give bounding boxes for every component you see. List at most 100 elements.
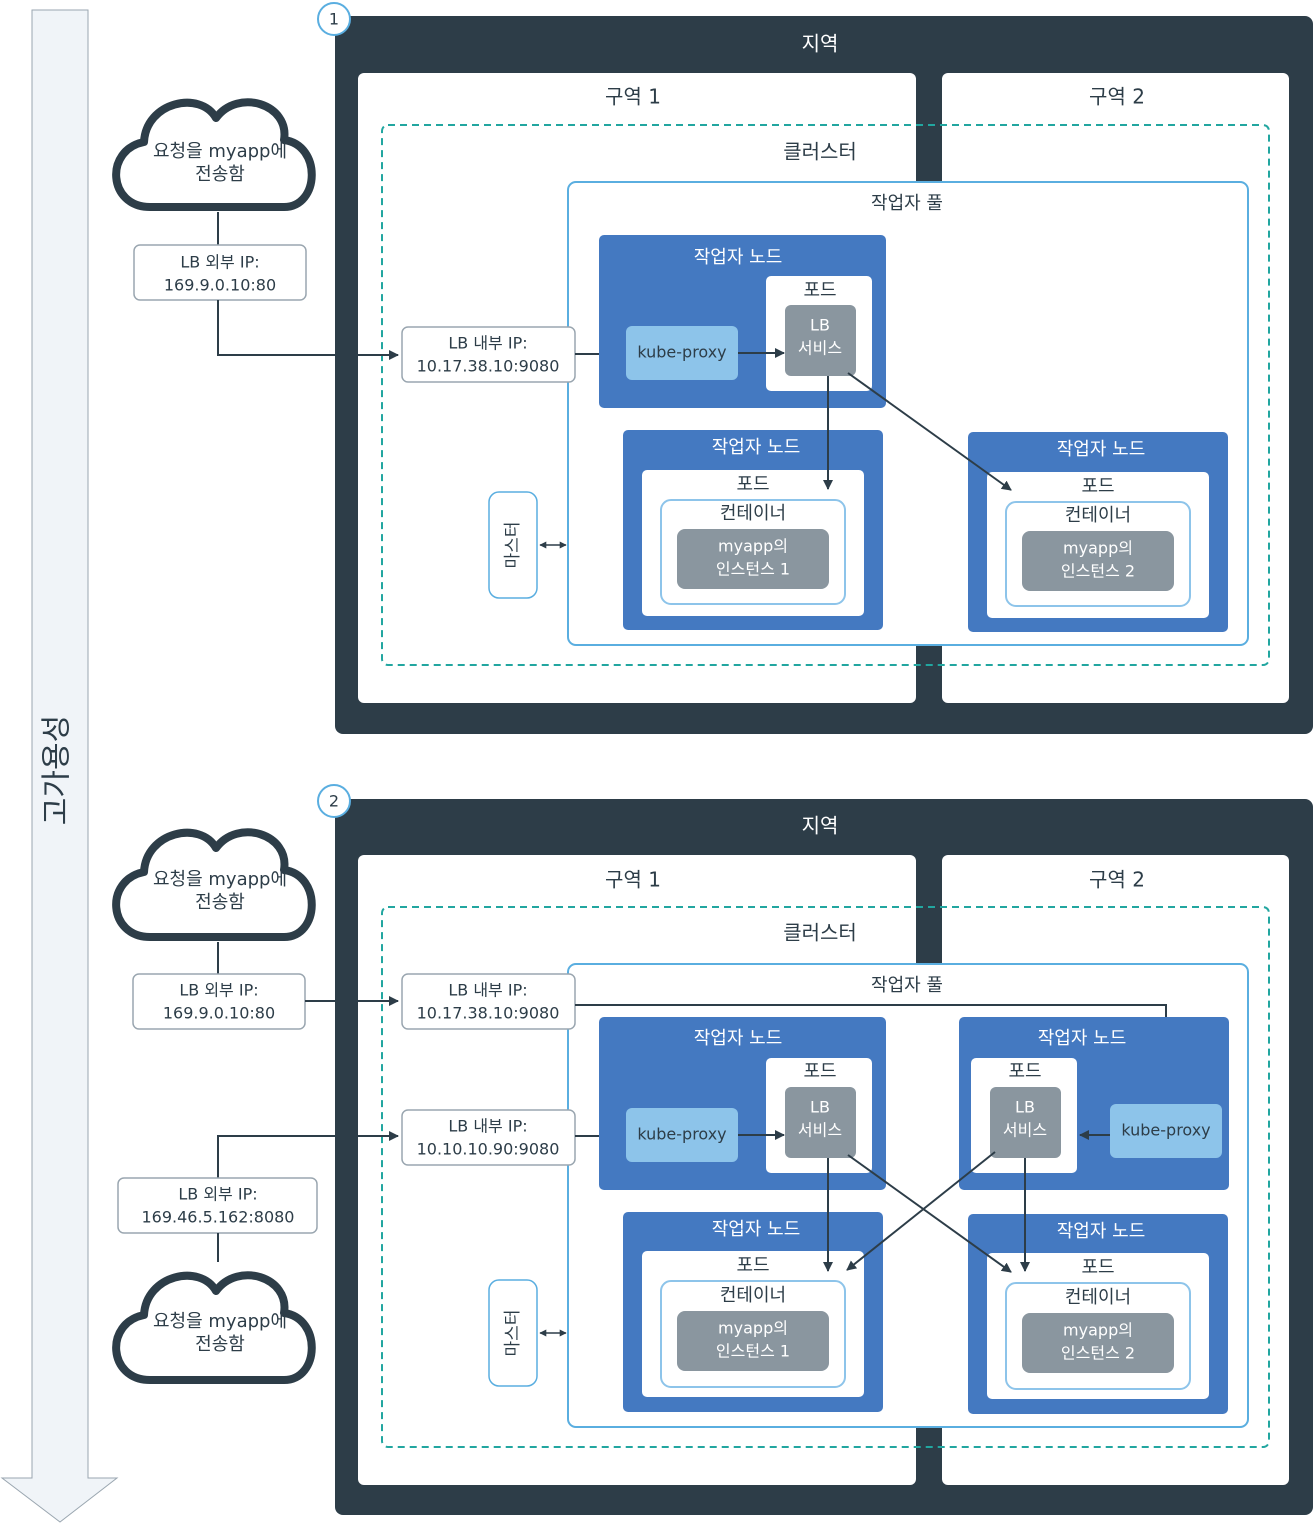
- svg-text:10.17.38.10:9080: 10.17.38.10:9080: [417, 357, 560, 376]
- worker-node-app-2: 작업자 노드 포드 컨테이너 myapp의 인스턴스 2: [968, 1214, 1228, 1414]
- svg-text:서비스: 서비스: [798, 339, 842, 358]
- svg-text:LB: LB: [810, 316, 830, 335]
- kube-proxy-box: [626, 326, 738, 380]
- svg-text:요청을 myapp에: 요청을 myapp에: [153, 869, 287, 890]
- cluster-box: [381, 124, 1270, 666]
- svg-text:전송함: 전송함: [195, 892, 245, 913]
- svg-text:전송함: 전송함: [195, 164, 245, 185]
- kube-proxy-box: [1110, 1104, 1222, 1158]
- svg-text:작업자 노드: 작업자 노드: [1057, 1221, 1146, 1242]
- svg-text:1: 1: [329, 10, 339, 29]
- svg-text:LB 외부 IP:: LB 외부 IP:: [178, 1185, 257, 1204]
- svg-text:LB 외부 IP:: LB 외부 IP:: [180, 253, 259, 272]
- svg-text:전송함: 전송함: [195, 1334, 245, 1355]
- svg-text:인스턴스 1: 인스턴스 1: [716, 1342, 790, 1361]
- lb-internal-ip: LB 내부 IP: 10.17.38.10:9080: [401, 326, 576, 383]
- svg-text:myapp의: myapp의: [718, 1319, 788, 1338]
- region-label: 지역: [802, 814, 839, 838]
- worker-node-app-1: 작업자 노드 포드 컨테이너 myapp의 인스턴스 1: [623, 430, 883, 630]
- step-badge: 1: [317, 2, 351, 36]
- lb-service-box: [990, 1087, 1061, 1158]
- svg-text:포드: 포드: [736, 1255, 769, 1276]
- lb-internal-ip: LB 내부 IP: 10.17.38.10:9080: [401, 973, 576, 1030]
- svg-text:169.9.0.10:80: 169.9.0.10:80: [163, 1004, 275, 1023]
- worker-node-proxy: 작업자 노드 포드 LB 서비스 kube-proxy: [599, 1017, 886, 1190]
- worker-node-app-2: 작업자 노드 포드 컨테이너 myapp의 인스턴스 2: [968, 432, 1228, 632]
- svg-text:LB 내부 IP:: LB 내부 IP:: [448, 981, 527, 1000]
- svg-text:컨테이너: 컨테이너: [720, 503, 786, 524]
- kube-proxy-box: [626, 1108, 738, 1162]
- high-availability-label: 고가용성: [40, 715, 75, 825]
- svg-text:마스터: 마스터: [503, 522, 523, 569]
- svg-text:인스턴스 2: 인스턴스 2: [1061, 1344, 1135, 1363]
- request-cloud: 요청을 myapp에 전송함: [112, 98, 316, 211]
- cluster-label: 클러스터: [783, 921, 857, 945]
- svg-text:LB 내부 IP:: LB 내부 IP:: [448, 334, 527, 353]
- svg-text:포드: 포드: [1081, 476, 1114, 497]
- panel-1: 지역 1 구역 1 구역 2 클러스터 작업자 풀 요청을 myapp에 전송함…: [112, 2, 1313, 734]
- svg-text:인스턴스 2: 인스턴스 2: [1061, 562, 1135, 581]
- flow-arrow: [217, 1131, 399, 1178]
- svg-text:LB: LB: [810, 1098, 830, 1117]
- svg-text:작업자 노드: 작업자 노드: [712, 1219, 801, 1240]
- zone-1-label: 구역 1: [605, 868, 661, 892]
- svg-text:LB 내부 IP:: LB 내부 IP:: [448, 1117, 527, 1136]
- svg-text:작업자 노드: 작업자 노드: [1038, 1028, 1127, 1049]
- master-box: 마스터: [488, 491, 538, 599]
- svg-text:myapp의: myapp의: [1063, 539, 1133, 558]
- svg-text:포드: 포드: [803, 1061, 836, 1082]
- step-badge: 2: [317, 784, 351, 818]
- lb-internal-ip: LB 내부 IP: 10.10.10.90:9080: [401, 1109, 576, 1166]
- request-cloud: 요청을 myapp에 전송함: [112, 828, 316, 941]
- svg-text:LB 외부 IP:: LB 외부 IP:: [179, 981, 258, 1000]
- svg-text:포드: 포드: [803, 280, 836, 301]
- zone-2-label: 구역 2: [1089, 868, 1145, 892]
- svg-text:컨테이너: 컨테이너: [1065, 505, 1131, 526]
- svg-text:kube-proxy: kube-proxy: [1121, 1121, 1210, 1140]
- svg-text:작업자 노드: 작업자 노드: [694, 247, 783, 268]
- cluster-label: 클러스터: [783, 140, 857, 164]
- lb-external-ip: LB 외부 IP: 169.46.5.162:8080: [117, 1177, 318, 1234]
- svg-text:포드: 포드: [1081, 1257, 1114, 1278]
- flow-arrow: [847, 1154, 1012, 1273]
- request-cloud: 요청을 myapp에 전송함: [112, 1271, 316, 1384]
- svg-text:10.17.38.10:9080: 10.17.38.10:9080: [417, 1004, 560, 1023]
- lb-service-box: [785, 1087, 856, 1158]
- region-label: 지역: [802, 32, 839, 56]
- flow-arrow: [217, 300, 399, 360]
- high-availability-arrow: 고가용성: [0, 9, 119, 1523]
- svg-text:서비스: 서비스: [798, 1121, 842, 1140]
- svg-text:작업자 노드: 작업자 노드: [1057, 439, 1146, 460]
- zone-1-label: 구역 1: [605, 85, 661, 109]
- svg-text:kube-proxy: kube-proxy: [637, 1125, 726, 1144]
- worker-pool-label: 작업자 풀: [871, 193, 943, 214]
- svg-text:LB: LB: [1015, 1098, 1035, 1117]
- svg-text:169.9.0.10:80: 169.9.0.10:80: [164, 276, 276, 295]
- svg-text:작업자 노드: 작업자 노드: [712, 437, 801, 458]
- flow-arrow: [847, 372, 1012, 491]
- lb-external-ip: LB 외부 IP: 169.9.0.10:80: [133, 244, 307, 301]
- svg-text:myapp의: myapp의: [718, 537, 788, 556]
- cluster-box: [381, 906, 1270, 1448]
- master-box: 마스터: [488, 1279, 538, 1387]
- svg-text:서비스: 서비스: [1003, 1121, 1047, 1140]
- worker-node-proxy: 작업자 노드 포드 LB 서비스 kube-proxy: [959, 1017, 1229, 1190]
- svg-text:포드: 포드: [736, 474, 769, 495]
- panel-2: 지역 2 구역 1 구역 2 클러스터 작업자 풀 요청을 myapp에 전송함…: [112, 784, 1313, 1515]
- svg-text:마스터: 마스터: [503, 1310, 523, 1357]
- zone-2-label: 구역 2: [1089, 85, 1145, 109]
- svg-text:인스턴스 1: 인스턴스 1: [716, 560, 790, 579]
- worker-pool-label: 작업자 풀: [871, 975, 943, 996]
- worker-node-proxy: 작업자 노드 포드 LB 서비스 kube-proxy: [599, 235, 886, 408]
- flow-arrow: [846, 1151, 996, 1271]
- lb-service-box: [785, 305, 856, 376]
- svg-text:169.46.5.162:8080: 169.46.5.162:8080: [142, 1208, 295, 1227]
- svg-text:작업자 노드: 작업자 노드: [694, 1028, 783, 1049]
- svg-text:10.10.10.90:9080: 10.10.10.90:9080: [417, 1140, 560, 1159]
- svg-text:컨테이너: 컨테이너: [1065, 1287, 1131, 1308]
- svg-text:컨테이너: 컨테이너: [720, 1285, 786, 1306]
- svg-text:요청을 myapp에: 요청을 myapp에: [153, 1311, 287, 1332]
- worker-node-app-1: 작업자 노드 포드 컨테이너 myapp의 인스턴스 1: [623, 1212, 883, 1412]
